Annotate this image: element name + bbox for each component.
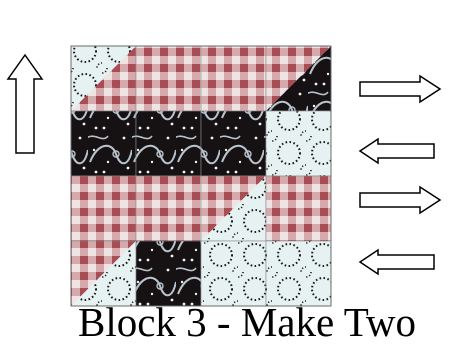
- block-cell-r2-c1: [70, 110, 137, 177]
- block-cell-r1-c1: [70, 45, 137, 112]
- quilt-block: [70, 45, 332, 307]
- block-cell-r1-c2: [135, 45, 202, 112]
- block-cell-r2-c2: [135, 110, 202, 177]
- block-cell-r4-c4: [265, 240, 332, 307]
- block-outline: [70, 45, 332, 307]
- block-cell-r2-c4: [265, 110, 332, 177]
- press-arrow-right-row3-icon: [359, 185, 442, 215]
- block-cell-r3-c4: [265, 175, 332, 242]
- block-cell-r1-c4: [265, 45, 332, 112]
- press-arrow-left-row2-icon: [358, 137, 435, 165]
- block-cell-r1-c3: [200, 45, 267, 112]
- press-arrow-left-row4-icon: [358, 248, 435, 276]
- block-cell-r4-c3: [200, 240, 267, 307]
- block-cell-r2-c3: [200, 110, 267, 177]
- block-caption: Block 3 - Make Two: [78, 299, 416, 345]
- press-arrow-up-icon: [6, 53, 44, 154]
- press-arrow-right-row1-icon: [359, 74, 442, 104]
- block-cell-r3-c3: [200, 175, 267, 242]
- block-cell-r4-c2: [135, 240, 202, 307]
- block-cell-r3-c1: [70, 175, 137, 242]
- block-cell-r3-c2: [135, 175, 202, 242]
- pressing-arrows: [6, 53, 442, 276]
